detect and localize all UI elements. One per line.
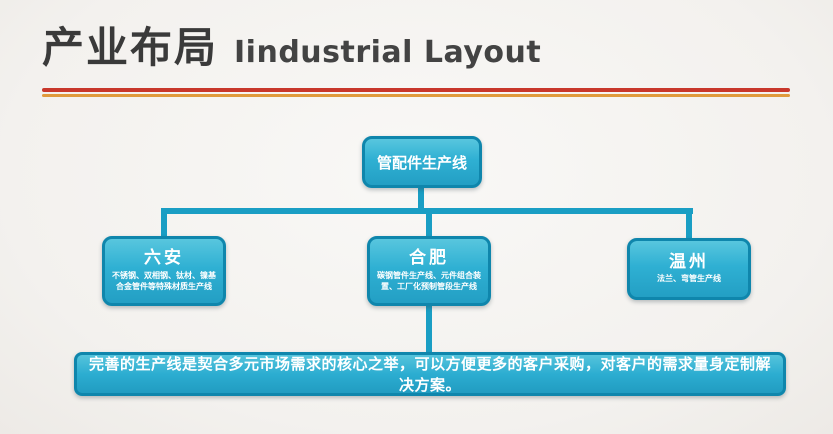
node-title: 合肥 [409,248,449,269]
divider-orange-line [42,94,790,97]
diagram-node-root: 管配件生产线 [362,136,482,188]
connector-root-vertical [418,186,424,212]
connector-middle-vertical [426,208,432,238]
diagram-node-liuan: 六安 不锈钢、双相钢、钛材、镍基合金管件等特殊材质生产线 [102,236,226,306]
node-description: 不锈钢、双相钢、钛材、镍基合金管件等特殊材质生产线 [112,271,216,291]
connector-right-vertical [686,208,692,238]
node-title: 温州 [669,251,709,272]
diagram-node-hefei: 合肥 碳钢管件生产线、元件组合装置、工厂化预制管段生产线 [367,236,491,306]
root-node-label: 管配件生产线 [376,153,467,172]
divider-red-line [42,88,790,92]
node-description: 法兰、弯管生产线 [657,274,721,284]
node-title: 六安 [144,248,184,269]
summary-text: 完善的生产线是契合多元市场需求的核心之举，可以方便更多的客户采购，对客户的需求量… [88,355,771,394]
connector-bottom-vertical [426,304,432,354]
connector-left-vertical [161,208,167,238]
title-chinese: 产业布局 [42,23,219,72]
node-description: 碳钢管件生产线、元件组合装置、工厂化预制管段生产线 [377,271,481,291]
diagram-node-wenzhou: 温州 法兰、弯管生产线 [627,238,751,300]
summary-bar: 完善的生产线是契合多元市场需求的核心之举，可以方便更多的客户采购，对客户的需求量… [74,352,786,396]
page-title: 产业布局 Iindustrial Layout [42,14,541,75]
title-english: Iindustrial Layout [234,35,542,70]
